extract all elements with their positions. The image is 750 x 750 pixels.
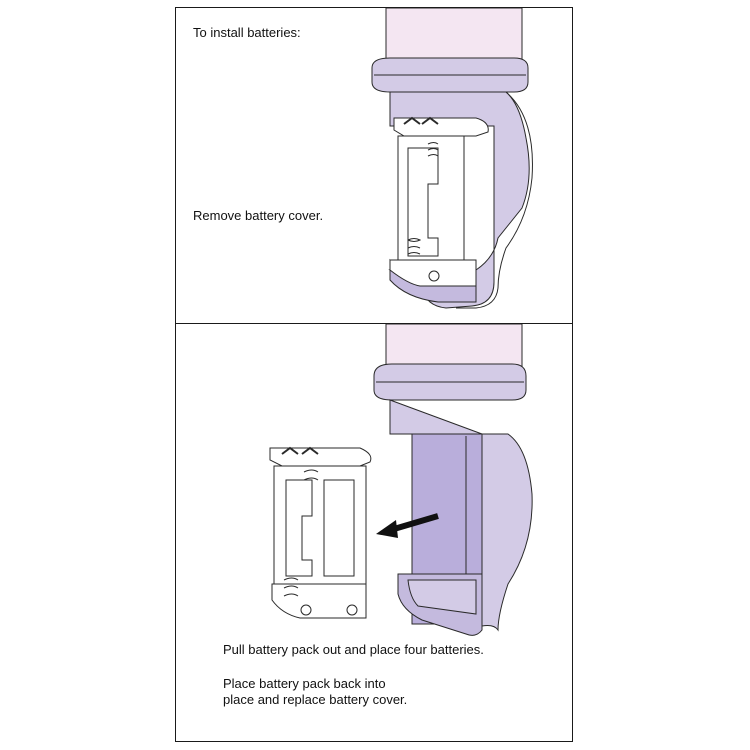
instruction-frame: To install batteries: Remove battery cov… <box>175 7 573 742</box>
remove-cover-illustration <box>371 8 533 309</box>
battery-pack <box>389 117 489 287</box>
handle-body-2 <box>389 399 533 632</box>
step-replace-pack: Place battery pack back into place and r… <box>223 676 408 707</box>
step-remove-cover: Remove battery cover. <box>193 208 324 223</box>
panel-divider <box>176 323 572 324</box>
arrow-left-icon <box>376 513 439 538</box>
handle-body <box>388 91 530 309</box>
step-pull-pack: Pull battery pack out and place four bat… <box>223 642 484 657</box>
battery-pack-removed <box>269 447 372 619</box>
pull-pack-illustration <box>269 324 533 636</box>
heading-install: To install batteries: <box>193 25 301 40</box>
